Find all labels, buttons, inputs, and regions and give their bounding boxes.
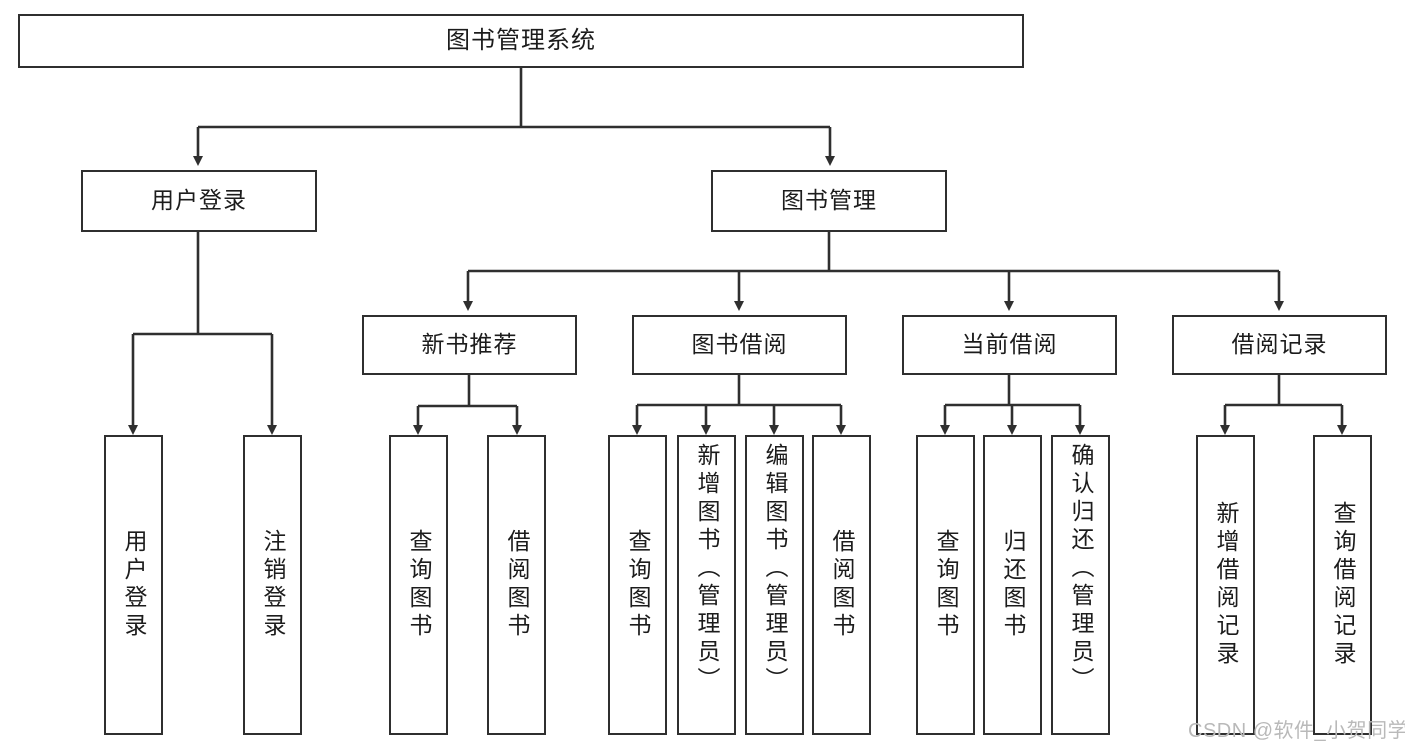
node-label: 查询图书: [406, 529, 432, 641]
node-label: 新增借阅记录: [1213, 501, 1239, 669]
node-leaf-query-record[interactable]: 查询借阅记录: [1313, 435, 1372, 735]
node-leaf-query-book-1[interactable]: 查询图书: [389, 435, 448, 735]
node-label: 新书推荐: [421, 331, 518, 358]
node-label: 编辑图书（管理员）: [762, 443, 788, 695]
node-label: 用户登录: [151, 187, 247, 214]
node-leaf-borrow-book-2[interactable]: 借阅图书: [812, 435, 871, 735]
node-leaf-edit-book[interactable]: 编辑图书（管理员）: [745, 435, 804, 735]
node-leaf-query-book-2[interactable]: 查询图书: [608, 435, 667, 735]
node-leaf-confirm-return[interactable]: 确认归还（管理员）: [1051, 435, 1110, 735]
node-label: 用户登录: [121, 529, 147, 641]
node-label: 查询图书: [933, 529, 959, 641]
node-label: 借阅图书: [829, 529, 855, 641]
node-label: 归还图书: [1000, 529, 1026, 641]
node-label: 当前借阅: [961, 331, 1058, 358]
node-label: 查询图书: [625, 529, 651, 641]
node-leaf-add-record[interactable]: 新增借阅记录: [1196, 435, 1255, 735]
node-root[interactable]: 图书管理系统: [18, 14, 1024, 68]
node-book-manage[interactable]: 图书管理: [711, 170, 947, 232]
node-book-borrow[interactable]: 图书借阅: [632, 315, 847, 375]
node-new-book-recommend[interactable]: 新书推荐: [362, 315, 577, 375]
node-label: 图书管理系统: [446, 26, 596, 54]
node-label: 查询借阅记录: [1330, 501, 1356, 669]
node-current-borrow[interactable]: 当前借阅: [902, 315, 1117, 375]
node-label: 新增图书（管理员）: [694, 443, 720, 695]
node-label: 注销登录: [260, 529, 286, 641]
node-borrow-record[interactable]: 借阅记录: [1172, 315, 1387, 375]
node-user-login[interactable]: 用户登录: [81, 170, 317, 232]
node-label: 借阅记录: [1231, 331, 1328, 358]
node-label: 图书管理: [781, 187, 877, 214]
node-leaf-return-book[interactable]: 归还图书: [983, 435, 1042, 735]
csdn-watermark: CSDN @软件_小贺同学: [1188, 720, 1405, 742]
node-leaf-user-login[interactable]: 用户登录: [104, 435, 163, 735]
node-leaf-borrow-book-1[interactable]: 借阅图书: [487, 435, 546, 735]
node-label: 确认归还（管理员）: [1068, 443, 1094, 695]
node-leaf-query-book-3[interactable]: 查询图书: [916, 435, 975, 735]
node-leaf-user-logout[interactable]: 注销登录: [243, 435, 302, 735]
node-leaf-add-book[interactable]: 新增图书（管理员）: [677, 435, 736, 735]
node-label: 图书借阅: [691, 331, 788, 358]
node-label: 借阅图书: [504, 529, 530, 641]
